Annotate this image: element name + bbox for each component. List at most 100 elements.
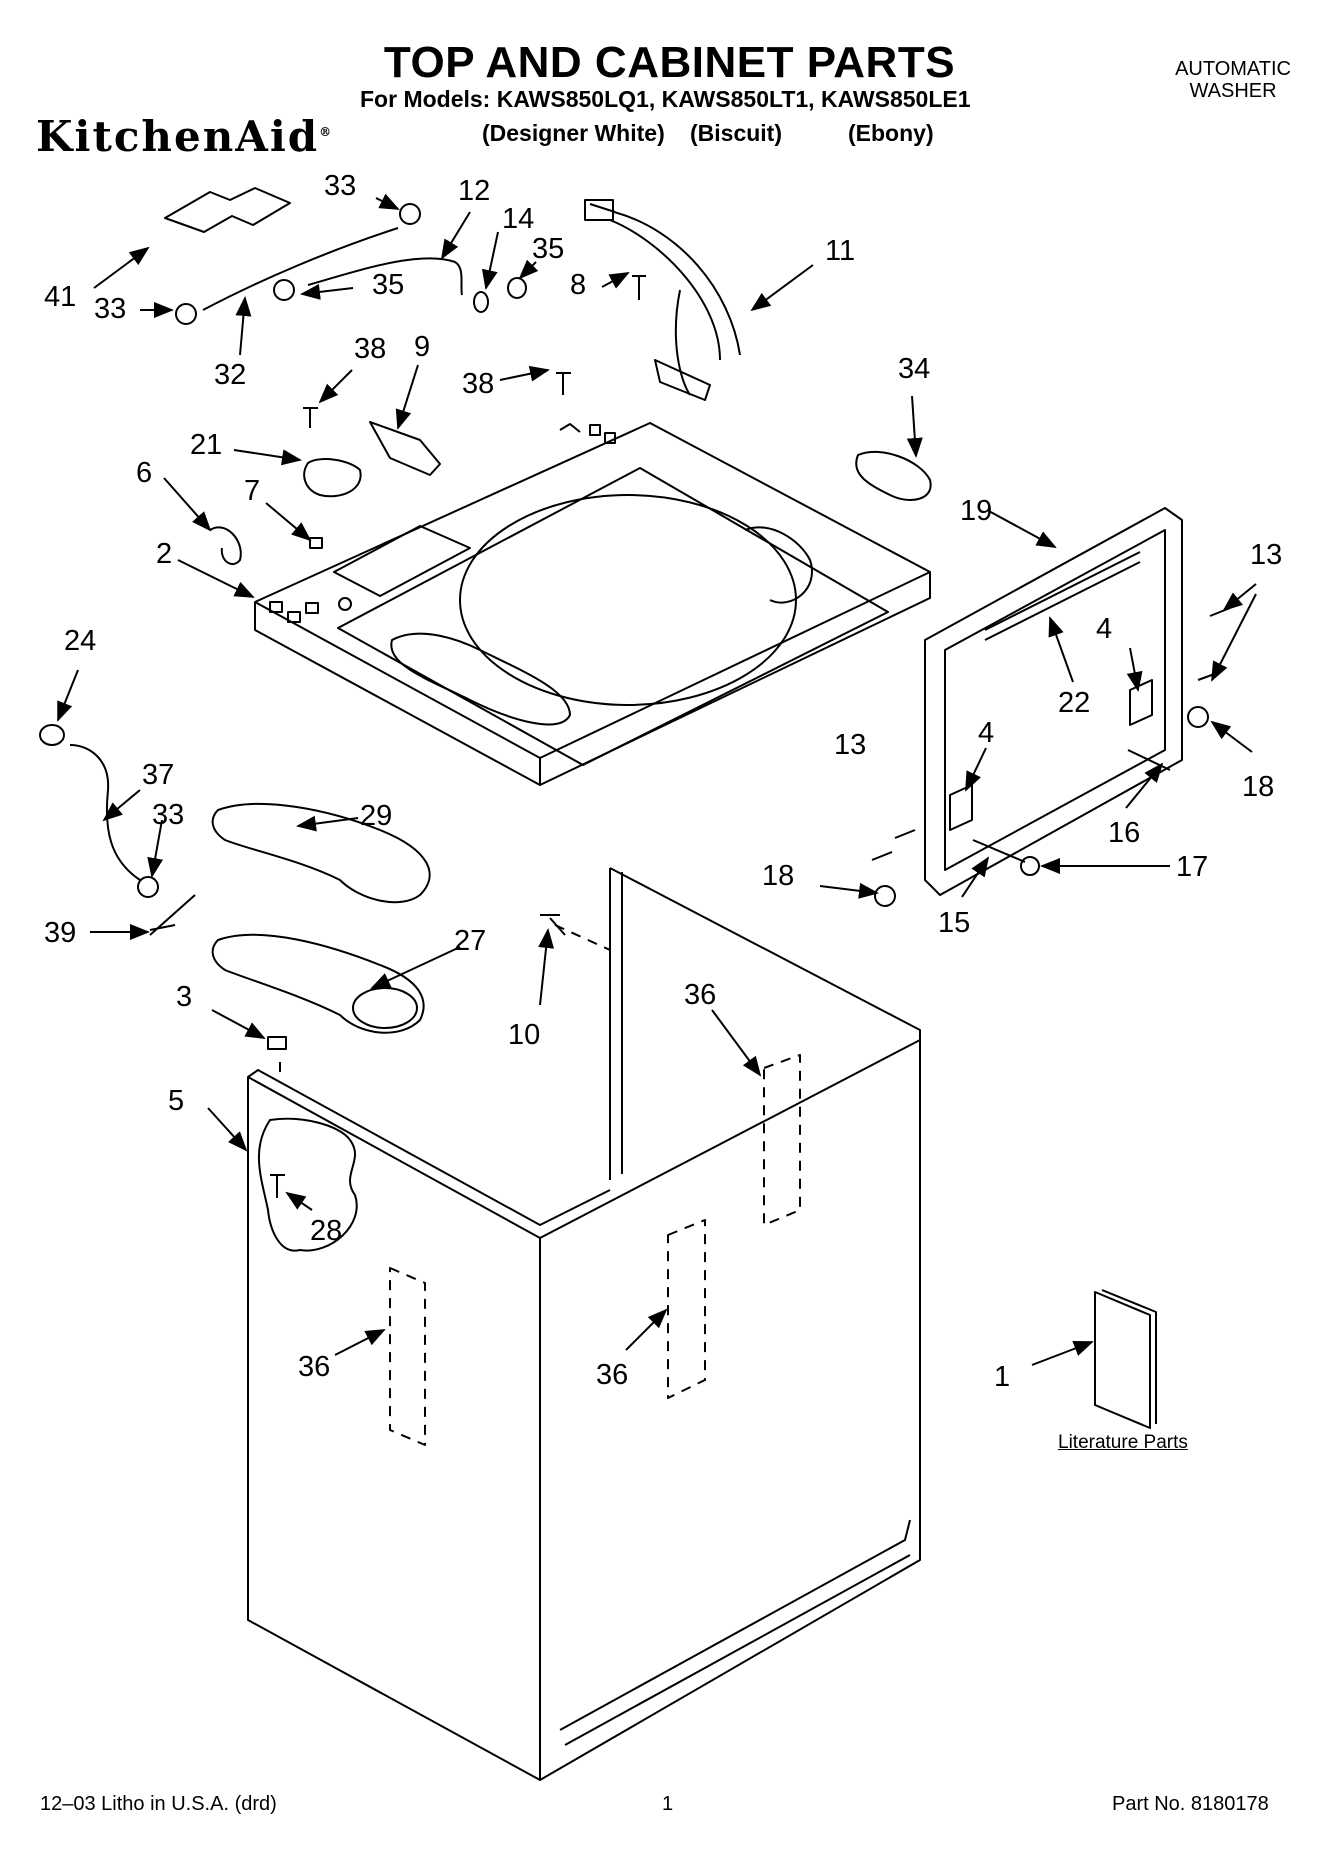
color-ebony: (Ebony): [848, 120, 934, 146]
callout-22: 22: [1058, 687, 1090, 719]
clamp-33-left: [175, 303, 197, 325]
screw-10: [540, 914, 566, 936]
callout-38-b: 38: [462, 368, 494, 400]
callout-17: 17: [1176, 851, 1208, 883]
callout-16: 16: [1108, 817, 1140, 849]
callout-7: 7: [244, 475, 260, 507]
registered-mark: ®: [319, 125, 334, 139]
screw-38b: [556, 372, 571, 395]
callout-6: 6: [136, 457, 152, 489]
bumper-17: [1020, 856, 1040, 876]
screw-28: [270, 1174, 285, 1198]
rod-15: [972, 839, 1026, 863]
bumper-18a: [1187, 706, 1209, 728]
callout-41: 41: [44, 281, 76, 313]
callout-27: 27: [454, 925, 486, 957]
clamp-35-left: [273, 279, 295, 301]
bumper-18b: [874, 885, 896, 907]
product-type-line2: WASHER: [1189, 80, 1277, 102]
callout-37: 37: [142, 759, 174, 791]
dispenser-27: [211, 933, 425, 1034]
hinge-4b: [949, 784, 973, 831]
page-number: 1: [662, 1793, 674, 1815]
dashed-panels: [279, 924, 801, 1446]
callout-33-c: 33: [152, 799, 184, 831]
cabinet: [247, 867, 921, 1781]
hinge-4a: [1129, 679, 1153, 726]
screw-8: [632, 275, 646, 300]
callout-36-c: 36: [596, 1359, 628, 1391]
product-type: AUTOMATIC WASHER: [1175, 58, 1291, 102]
callout-2: 2: [156, 538, 172, 570]
hose-32: [202, 227, 399, 311]
connector-plug: [584, 199, 614, 221]
callout-32: 32: [214, 359, 246, 391]
callout-39: 39: [44, 917, 76, 949]
clamp-35-right: [507, 277, 527, 299]
callout-14: 14: [502, 203, 534, 235]
ring-14: [473, 291, 489, 313]
wire-harness: [589, 203, 741, 396]
literature-parts-label: Literature Parts: [1058, 1432, 1188, 1453]
callout-33-b: 33: [94, 293, 126, 325]
callout-21: 21: [190, 429, 222, 461]
dispenser-cover-29: [211, 802, 431, 904]
callout-11: 11: [825, 235, 855, 267]
valve-21: [303, 458, 362, 498]
page-title: TOP AND CABINET PARTS: [383, 38, 956, 87]
color-designer-white: (Designer White): [482, 120, 665, 146]
callout-12: 12: [458, 175, 490, 207]
model-list: For Models: KAWS850LQ1, KAWS850LT1, KAWS…: [360, 86, 971, 112]
clip-6: [209, 526, 242, 566]
clamp-33-top: [399, 203, 421, 225]
callout-29: 29: [360, 800, 392, 832]
callout-35-b: 35: [372, 269, 404, 301]
callout-3: 3: [176, 981, 192, 1013]
callout-13-b: 13: [834, 729, 866, 761]
callout-5: 5: [168, 1085, 184, 1117]
screw-38a: [303, 407, 318, 428]
literature-booklet: [1094, 1289, 1157, 1429]
callout-18-b: 18: [762, 860, 794, 892]
leader-lines: [57, 193, 1257, 1366]
brand-name: KitchenAid: [36, 112, 320, 161]
footer-print-info: 12–03 Litho in U.S.A. (drd): [40, 1793, 277, 1815]
tie-39: [149, 894, 196, 936]
callout-10: 10: [508, 1019, 540, 1051]
callout-24: 24: [64, 625, 96, 657]
brand-logo: KitchenAid®: [36, 112, 333, 161]
insulation-pad: [164, 187, 291, 233]
clamp-33-lower: [137, 876, 159, 898]
part-number: Part No. 8180178: [1112, 1793, 1269, 1815]
callout-4-a: 4: [1096, 613, 1112, 645]
callout-4-b: 4: [978, 717, 994, 749]
bleach-dispenser-34: [855, 450, 932, 501]
callout-19: 19: [960, 495, 992, 527]
switch-bracket: [654, 359, 711, 401]
product-type-line1: AUTOMATIC: [1175, 58, 1291, 80]
callout-8: 8: [570, 269, 586, 301]
clip-3: [267, 1036, 287, 1050]
callout-18-a: 18: [1242, 771, 1274, 803]
lid-frame: [924, 507, 1183, 896]
callout-36-a: 36: [684, 979, 716, 1011]
callout-35-a: 35: [532, 233, 564, 265]
screws-13a: [1197, 607, 1231, 681]
hose-37: [69, 744, 141, 881]
clip-7: [309, 537, 323, 549]
clamp-24: [39, 724, 65, 746]
color-biscuit: (Biscuit): [690, 120, 782, 146]
top-panel: [254, 422, 931, 786]
callout-15: 15: [938, 907, 970, 939]
callout-33-a: 33: [324, 170, 356, 202]
callout-38-a: 38: [354, 333, 386, 365]
callout-1: 1: [994, 1361, 1010, 1393]
callout-36-b: 36: [298, 1351, 330, 1383]
screws-13b: [871, 829, 916, 861]
callout-9: 9: [414, 331, 430, 363]
callout-28: 28: [310, 1215, 342, 1247]
bracket-9: [369, 421, 441, 476]
callout-13-a: 13: [1250, 539, 1282, 571]
callout-34: 34: [898, 353, 930, 385]
